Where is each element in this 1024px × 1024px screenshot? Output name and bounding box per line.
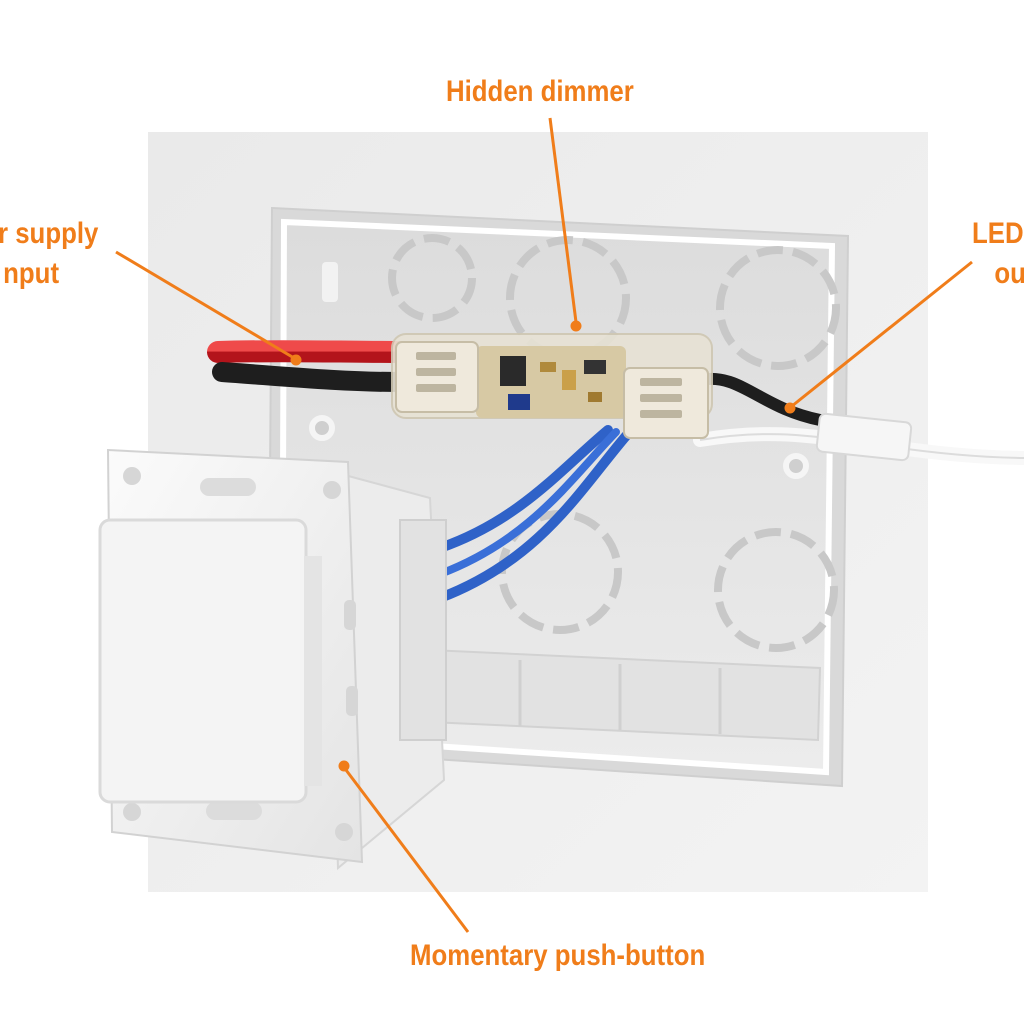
label-push-button: Momentary push-button bbox=[410, 936, 705, 976]
leader-line-push-button bbox=[344, 769, 470, 933]
label-power-supply-input: r supply nput bbox=[0, 214, 98, 294]
label-led-output: LED ou bbox=[972, 214, 1024, 294]
momentary-push-button bbox=[98, 448, 447, 871]
label-power-line-1: r supply bbox=[0, 217, 99, 250]
push-button-face bbox=[98, 518, 308, 804]
hidden-dimmer-module bbox=[391, 333, 713, 439]
dimmer-pcb bbox=[476, 346, 626, 418]
label-push-button-text: Momentary push-button bbox=[410, 939, 706, 972]
knockout-top-left bbox=[388, 234, 476, 322]
label-led-line-1: LED bbox=[972, 217, 1024, 250]
label-power-line-2: nput bbox=[3, 257, 60, 290]
leader-dot-dimmer bbox=[570, 320, 582, 332]
led-output-wires bbox=[693, 372, 1024, 465]
leader-dot-led bbox=[784, 402, 796, 414]
input-connector bbox=[395, 341, 479, 413]
knockout-mid-right bbox=[714, 528, 838, 652]
power-input-wires bbox=[207, 340, 411, 392]
leader-dot-power bbox=[290, 354, 302, 366]
knockout-top-right bbox=[716, 246, 840, 370]
leader-dot-push-button bbox=[338, 760, 350, 772]
leader-line-power bbox=[115, 250, 295, 360]
push-button-wires bbox=[435, 425, 631, 603]
leader-line-dimmer bbox=[548, 117, 578, 323]
label-led-line-2: ou bbox=[994, 257, 1024, 290]
label-hidden-dimmer-text: Hidden dimmer bbox=[446, 75, 634, 108]
leader-line-led bbox=[791, 260, 973, 408]
label-hidden-dimmer: Hidden dimmer bbox=[446, 72, 634, 112]
